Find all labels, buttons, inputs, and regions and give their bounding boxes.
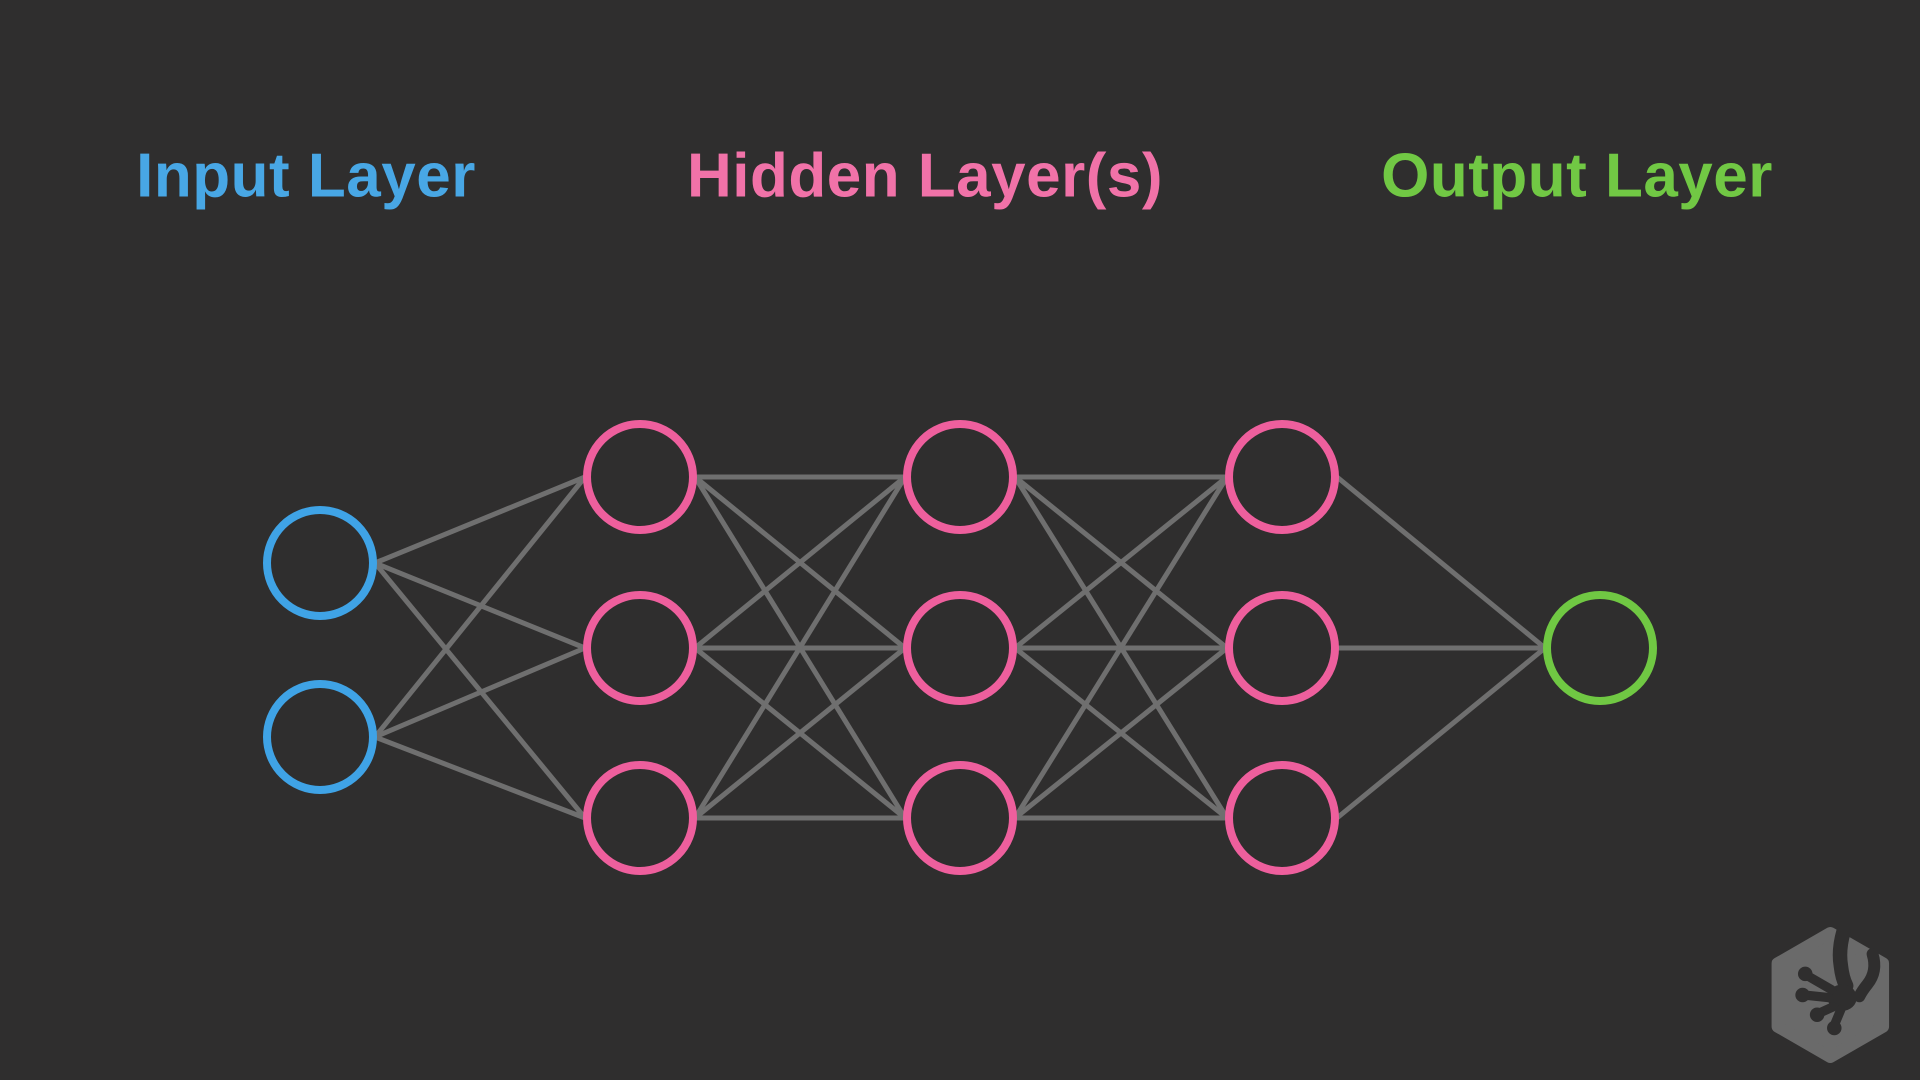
edge-input-to-hidden-1 — [374, 645, 586, 740]
input-node-2 — [263, 680, 377, 794]
edge-input-to-hidden-1 — [373, 475, 587, 739]
hidden-1-node-3 — [583, 761, 697, 875]
hidden-1-node-2 — [583, 591, 697, 705]
hidden-2-node-1 — [903, 420, 1017, 534]
edge-hidden-3-to-output — [1335, 646, 1547, 820]
hidden-3-node-3 — [1225, 761, 1339, 875]
hidden-3-node-1 — [1225, 420, 1339, 534]
gecko-foot-cutout — [1795, 926, 1881, 1036]
edge-input-to-hidden-1 — [374, 734, 586, 821]
hidden-3-node-2 — [1225, 591, 1339, 705]
hidden-2-node-2 — [903, 591, 1017, 705]
edge-hidden-2-to-hidden-3 — [1013, 646, 1229, 820]
edge-hidden-1-to-hidden-2 — [693, 646, 907, 820]
hidden-layer-label: Hidden Layer(s) — [686, 141, 1164, 211]
edge-hidden-2-to-hidden-3 — [1012, 475, 1230, 820]
treehouse-logo-icon — [1771, 926, 1890, 1063]
output-layer-label: Output Layer — [1381, 141, 1773, 211]
edge-hidden-2-to-hidden-3 — [1013, 475, 1229, 650]
edge-hidden-3-to-output — [1335, 475, 1547, 650]
edge-hidden-1-to-hidden-2 — [693, 475, 907, 650]
hidden-1-node-1 — [583, 420, 697, 534]
edge-input-to-hidden-1 — [374, 474, 586, 566]
output-node-1 — [1543, 591, 1657, 705]
input-layer-label: Input Layer — [136, 141, 476, 211]
edge-hidden-1-to-hidden-2 — [692, 475, 908, 820]
hidden-2-node-3 — [903, 761, 1017, 875]
input-node-1 — [263, 506, 377, 620]
